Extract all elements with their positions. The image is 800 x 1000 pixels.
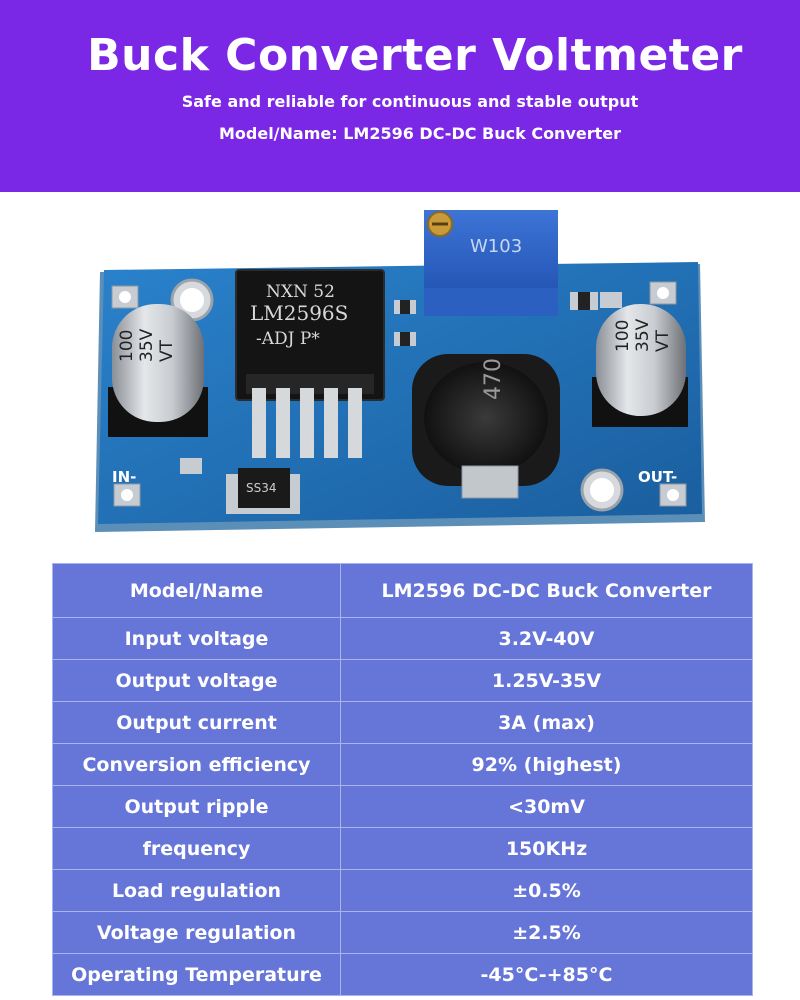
model-line: Model/Name: LM2596 DC-DC Buck Converter bbox=[218, 124, 622, 143]
cap-marking-3: VT bbox=[157, 339, 177, 362]
cap2-marking-3: VT bbox=[653, 329, 673, 352]
mounting-holes bbox=[111, 278, 687, 512]
spec-name: Voltage regulation bbox=[52, 911, 341, 954]
buck-converter-board-image: 100 35V VT 100 35V VT NXN 52 LM2596S -AD… bbox=[95, 210, 705, 532]
spec-name: frequency bbox=[52, 827, 341, 870]
spec-value: 150KHz bbox=[340, 827, 753, 870]
spec-row: Load regulation±0.5% bbox=[52, 869, 753, 912]
cap-marking-2: 35V bbox=[137, 328, 157, 362]
spec-name: Model/Name bbox=[52, 563, 341, 618]
spec-row: Output ripple<30mV bbox=[52, 785, 753, 828]
potentiometer: W103 bbox=[424, 210, 558, 316]
cap2-marking-2: 35V bbox=[633, 318, 653, 352]
spec-value: LM2596 DC-DC Buck Converter bbox=[340, 563, 753, 618]
spec-value: ±2.5% bbox=[340, 911, 753, 954]
spec-name: Output voltage bbox=[52, 659, 341, 702]
inductor: 470 bbox=[412, 354, 560, 499]
spec-name: Load regulation bbox=[52, 869, 341, 912]
smd-components bbox=[180, 292, 622, 474]
spec-name: Operating Temperature bbox=[52, 953, 341, 996]
spec-value: 92% (highest) bbox=[340, 743, 753, 786]
output-capacitor: 100 35V VT bbox=[592, 304, 688, 427]
chip-marking-1: NXN 52 bbox=[266, 282, 335, 302]
chip-marking-2: LM2596S bbox=[250, 301, 348, 325]
header-banner: Buck Converter Voltmeter Safe and reliab… bbox=[0, 0, 800, 192]
output-label: OUT- bbox=[638, 468, 677, 486]
spec-name: Input voltage bbox=[52, 617, 341, 660]
spec-name: Conversion efficiency bbox=[52, 743, 341, 786]
pot-marking: W103 bbox=[470, 236, 522, 257]
schottky-diode: SS34 bbox=[226, 468, 300, 514]
product-photo: 100 35V VT 100 35V VT NXN 52 LM2596S -AD… bbox=[0, 192, 800, 560]
spec-value: <30mV bbox=[340, 785, 753, 828]
chip-marking-3: -ADJ P* bbox=[256, 329, 320, 349]
spec-row: Operating Temperature-45°C-+85°C bbox=[52, 953, 753, 996]
spec-name: Output ripple bbox=[52, 785, 341, 828]
cap-marking-1: 100 bbox=[117, 330, 137, 362]
spec-value: 3.2V-40V bbox=[340, 617, 753, 660]
inductor-marking: 470 bbox=[481, 358, 506, 400]
diode-marking: SS34 bbox=[246, 481, 277, 495]
input-capacitor: 100 35V VT bbox=[108, 304, 208, 437]
cap2-marking-1: 100 bbox=[613, 320, 633, 352]
spec-value: ±0.5% bbox=[340, 869, 753, 912]
spec-row: Voltage regulation±2.5% bbox=[52, 911, 753, 954]
spec-value: -45°C-+85°C bbox=[340, 953, 753, 996]
input-label: IN- bbox=[112, 468, 136, 486]
spec-value: 1.25V-35V bbox=[340, 659, 753, 702]
page-title: Buck Converter Voltmeter bbox=[87, 30, 743, 81]
regulator-chip: NXN 52 LM2596S -ADJ P* bbox=[235, 269, 385, 458]
spec-value: 3A (max) bbox=[340, 701, 753, 744]
page-subtitle: Safe and reliable for continuous and sta… bbox=[181, 92, 639, 111]
spec-name: Output current bbox=[52, 701, 341, 744]
